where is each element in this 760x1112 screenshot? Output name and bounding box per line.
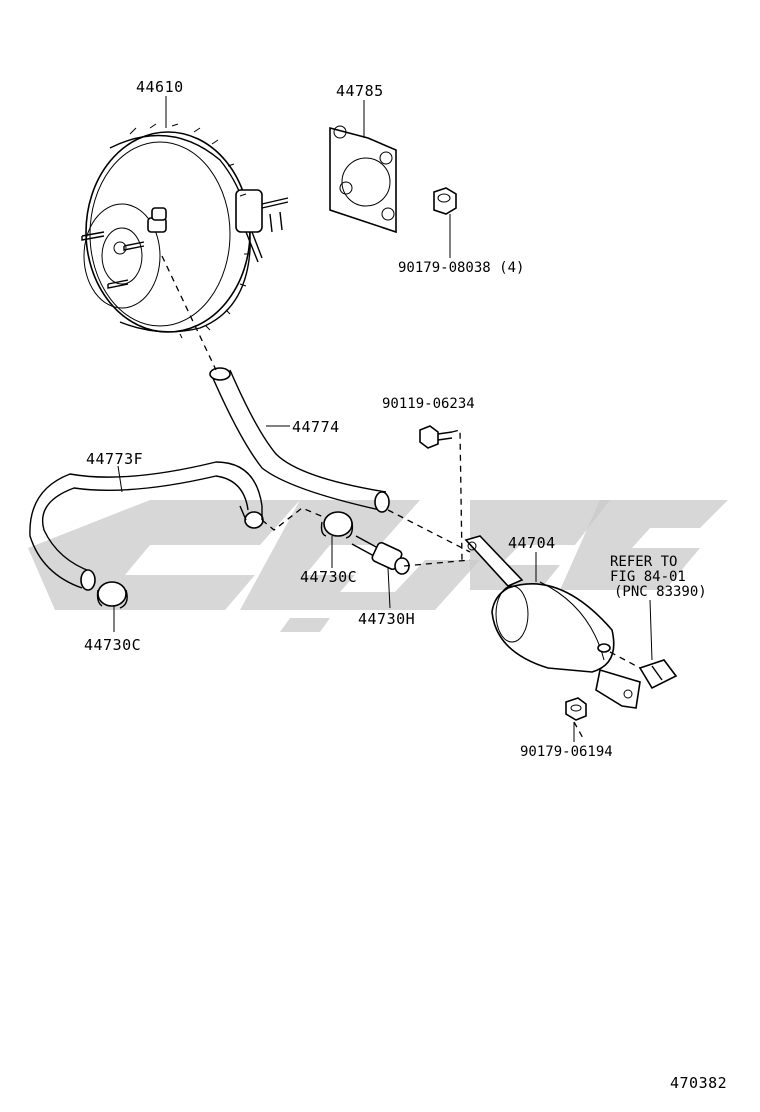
vacuum-hose-main — [209, 367, 390, 513]
label-clip-mid: 44730C — [300, 568, 357, 586]
label-nut-booster: 90179-08038 (4) — [398, 260, 524, 276]
label-clip-left: 44730C — [84, 636, 141, 654]
label-tank: 44704 — [508, 534, 556, 552]
diagram-number: 470382 — [670, 1074, 727, 1092]
check-valve — [351, 535, 410, 575]
vacuum-switch — [638, 659, 678, 690]
label-nut-tank: 90179-06194 — [520, 744, 613, 760]
vacuum-hose-f — [29, 461, 264, 591]
hose-clip-mid — [320, 511, 354, 539]
bolt — [419, 425, 453, 449]
nut-tank — [565, 697, 587, 721]
label-refer-1: REFER TO — [610, 554, 677, 570]
label-hose-main: 44774 — [292, 418, 340, 436]
label-check-valve: 44730H — [358, 610, 415, 628]
brake-booster — [81, 123, 289, 339]
nut-booster — [433, 187, 457, 215]
watermark-logo — [28, 500, 728, 632]
label-hose-f: 44773F — [86, 450, 143, 468]
gasket-plate — [329, 125, 397, 234]
label-gasket: 44785 — [336, 82, 384, 100]
vacuum-tank — [464, 535, 641, 709]
label-booster: 44610 — [136, 78, 184, 96]
label-refer-2: FIG 84-01 — [610, 569, 686, 585]
hose-clip-left — [96, 581, 128, 609]
leader-lines — [113, 96, 653, 742]
label-bolt: 90119-06234 — [382, 396, 475, 412]
assembly-lines — [161, 255, 641, 741]
label-refer-3: (PNC 83390) — [614, 584, 707, 600]
